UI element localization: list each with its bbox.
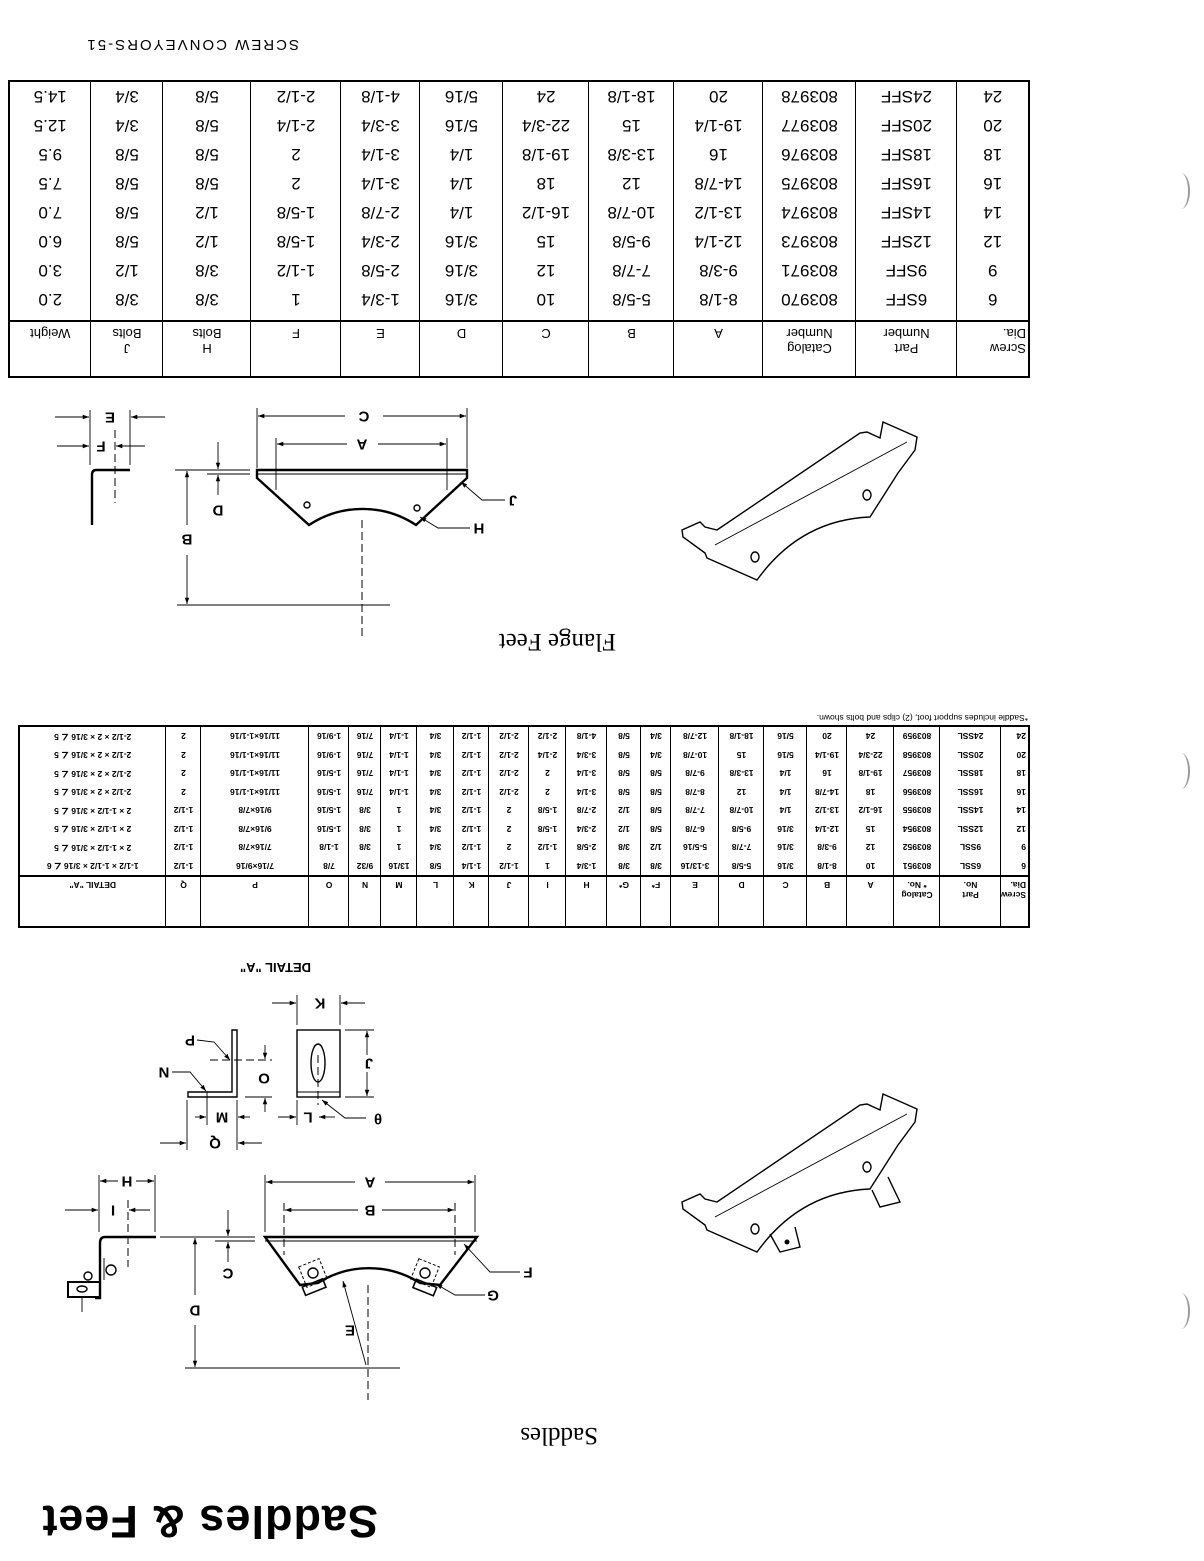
detail-a-drawing: P N O M Q K J L θ xyxy=(159,995,382,1152)
dimension-label-c: C xyxy=(222,1265,233,1282)
dimension-label-e: E xyxy=(345,1322,355,1339)
flange-dimension-label-e: E xyxy=(105,409,115,426)
dimension-label-g: G xyxy=(487,1287,499,1304)
flange-dimension-label-d: D xyxy=(212,502,223,519)
dimension-label-k: K xyxy=(314,995,325,1012)
dimension-label-j: J xyxy=(365,1055,373,1072)
flange-dimension-label-f: F xyxy=(96,438,105,455)
flange-dimension-label-b: B xyxy=(181,531,192,548)
dimension-label-theta: θ xyxy=(374,1110,382,1127)
dimension-label-p: P xyxy=(185,1032,195,1049)
saddle-side-view-drawing: H I xyxy=(65,1173,156,1312)
flange-dimension-label-a: A xyxy=(356,436,367,453)
dimension-label-i: I xyxy=(111,1202,115,1219)
dimension-label-b: B xyxy=(364,1202,375,1219)
dimension-label-l: L xyxy=(303,1109,312,1126)
flange-dimension-label-j: J xyxy=(509,492,517,509)
dimension-label-f: F xyxy=(523,1264,532,1281)
flange-foot-isometric-illustration xyxy=(681,421,918,581)
flange-dimension-label-h: H xyxy=(474,520,485,537)
flange-dimension-label-c: C xyxy=(358,408,369,425)
dimension-label-d: D xyxy=(189,1302,200,1319)
dimension-label-q: Q xyxy=(209,1135,221,1152)
dimension-label-m: M xyxy=(216,1109,229,1126)
dimension-label-o: O xyxy=(258,1070,270,1087)
dimension-label-a: A xyxy=(364,1174,375,1191)
saddle-front-view-drawing: A B C D E F G xyxy=(160,1174,533,1400)
flange-foot-side-view-drawing: E F xyxy=(55,409,165,525)
flange-foot-front-view-drawing: C A D B H J xyxy=(175,408,517,640)
dimension-label-h: H xyxy=(122,1173,133,1190)
saddle-isometric-illustration xyxy=(681,1093,918,1253)
dimension-label-n: N xyxy=(159,1064,170,1081)
